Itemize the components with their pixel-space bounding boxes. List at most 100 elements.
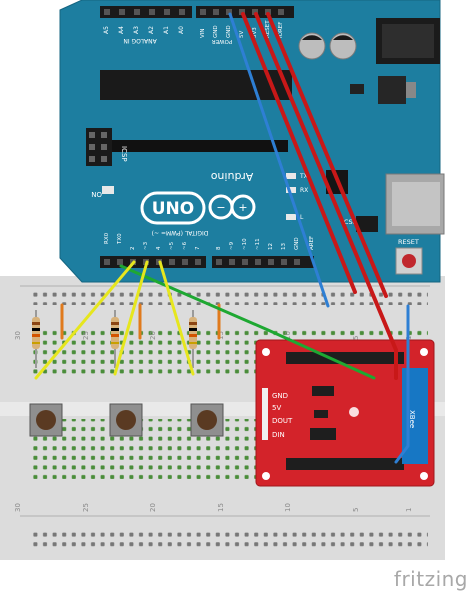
xbee-header-top: [286, 352, 404, 364]
xbee-module: XBee GND 5V DOUT DIN: [255, 339, 435, 487]
atmega-chip: [100, 70, 292, 100]
digital-header-low: [100, 256, 206, 268]
wire-5v-red: [241, 12, 357, 294]
push-button-3[interactable]: [190, 403, 224, 437]
icsp-label: ICSP: [120, 146, 128, 162]
analog-pin-a5-label: A5: [103, 26, 110, 34]
on-led: [102, 186, 114, 194]
l-led: [286, 214, 296, 220]
xbee-pin-gnd-label: GND: [272, 392, 288, 400]
arduino-logo: UNO − + Arduino: [140, 170, 256, 225]
analog-in-label: ANALOG IN: [123, 37, 156, 44]
wire-button-2-yellow: [113, 260, 149, 376]
push-button-1[interactable]: [29, 403, 63, 437]
column-number-bottom-20: 20: [149, 503, 157, 512]
column-number-bottom-10: 10: [284, 503, 292, 512]
resistor-2: [111, 310, 119, 368]
xbee-header-bottom: [286, 458, 404, 470]
analog-pin-a2-label: A2: [148, 26, 155, 34]
wire-blue-to-xbee: [394, 304, 410, 464]
wire-red-to-xbee: [254, 12, 398, 380]
tx-label: TX: [299, 173, 308, 180]
analog-header: [100, 6, 192, 18]
digital-pin-7-label: 7: [195, 246, 201, 250]
digital-pin-tx0-label: TX0: [117, 233, 123, 245]
reset-label: RESET: [398, 238, 419, 246]
bottom-rail-row-2: [28, 541, 428, 549]
resistor-3: [189, 310, 197, 368]
power-pin-ioref-label: IOREF: [278, 22, 284, 38]
analog-pin-a4-label: A4: [118, 26, 125, 34]
column-number-bottom-15: 15: [217, 503, 225, 512]
xbee-breakout-board: [255, 339, 435, 487]
rx-label: RX: [300, 187, 308, 194]
ground-jumpers: [60, 303, 221, 340]
digital-pin-6-label: ~6: [182, 241, 188, 250]
top-rail-row-2: [28, 297, 428, 305]
svg-text:+: +: [238, 201, 247, 214]
xbee-chip-label: XBee: [408, 410, 416, 428]
digital-pin-3-label: ~3: [143, 241, 149, 250]
power-pin-reset-label: RESET: [265, 20, 271, 38]
digital-pin-gnd-label: GND: [294, 237, 300, 250]
bottom-rail-row-1: [28, 530, 428, 538]
digital-pin-8-label: 8: [216, 246, 222, 250]
wire-red-2: [266, 12, 388, 298]
column-number-bottom-30: 30: [14, 503, 22, 512]
xbee-pin-5v-label: 5V: [272, 404, 281, 412]
wires: [34, 12, 410, 464]
arduino-uno-board: A0 A1 A2 A3 A4 A5 ANALOG IN VIN GND GND …: [59, 0, 445, 283]
voltage-regulator: [378, 76, 406, 104]
wire-gnd-blue: [228, 12, 330, 308]
column-number-top-30: 30: [14, 331, 22, 340]
digital-header-high: [212, 256, 314, 268]
analog-pin-a0-label: A0: [178, 26, 185, 34]
push-button-2[interactable]: [109, 403, 143, 437]
rx-led: [286, 187, 296, 193]
digital-pin-5-label: ~5: [169, 241, 175, 250]
wire-button-1-yellow: [34, 260, 136, 380]
arduino-name-label: Arduino: [210, 170, 253, 183]
digital-pin-4-label: 4: [156, 246, 162, 250]
tx-led: [286, 173, 296, 179]
digital-pin-rx0-label: RX0: [104, 232, 110, 244]
column-number-top-25: 25: [82, 331, 90, 340]
digital-pin-2-label: 2: [130, 247, 136, 251]
digital-pin-aref-label: AREF: [309, 236, 315, 250]
digital-pin-12-label: 12: [268, 243, 274, 250]
on-label: ON: [91, 190, 102, 198]
digital-pin-11-label: ~11: [255, 238, 261, 250]
column-number-top-15: 15: [217, 331, 225, 340]
digital-pin-9-label: ~9: [229, 241, 235, 250]
column-number-top-20: 20: [149, 331, 157, 340]
resistors: [32, 310, 197, 368]
uno-logo-text: UNO: [152, 199, 194, 219]
power-label: POWER: [212, 38, 233, 44]
wire-data-green: [119, 264, 376, 380]
wire-button-3-yellow: [158, 260, 195, 376]
power-pin-gnd1-label: GND: [213, 25, 219, 38]
resistor-1: [32, 310, 40, 368]
analog-pin-a3-label: A3: [133, 26, 140, 34]
icsp2-label: ICSP2: [342, 218, 361, 226]
column-number-bottom-5: 5: [352, 508, 360, 512]
xbee-pin-dout-label: DOUT: [272, 417, 293, 425]
column-number-bottom-25: 25: [82, 503, 90, 512]
power-pin-5v-label: 5V: [239, 31, 245, 38]
column-number-top-10: 10: [284, 331, 292, 340]
digital-pin-10-label: ~10: [242, 238, 248, 250]
power-pin-3v3-label: 3V3: [252, 27, 258, 38]
digital-label: DIGITAL (PWM= ~): [152, 229, 209, 236]
digital-pin-13-label: 13: [281, 243, 287, 250]
push-buttons: [29, 403, 224, 437]
column-number-bottom-1: 1: [405, 508, 413, 512]
column-number-top-5: 5: [352, 336, 360, 340]
svg-text:−: −: [216, 201, 225, 214]
xbee-pin-din-label: DIN: [272, 431, 285, 439]
top-rail-row-1: [28, 289, 428, 297]
fritzing-watermark: fritzing: [393, 567, 468, 591]
power-pin-gnd2-label: GND: [226, 25, 232, 38]
power-pin-vin-label: VIN: [200, 29, 206, 39]
